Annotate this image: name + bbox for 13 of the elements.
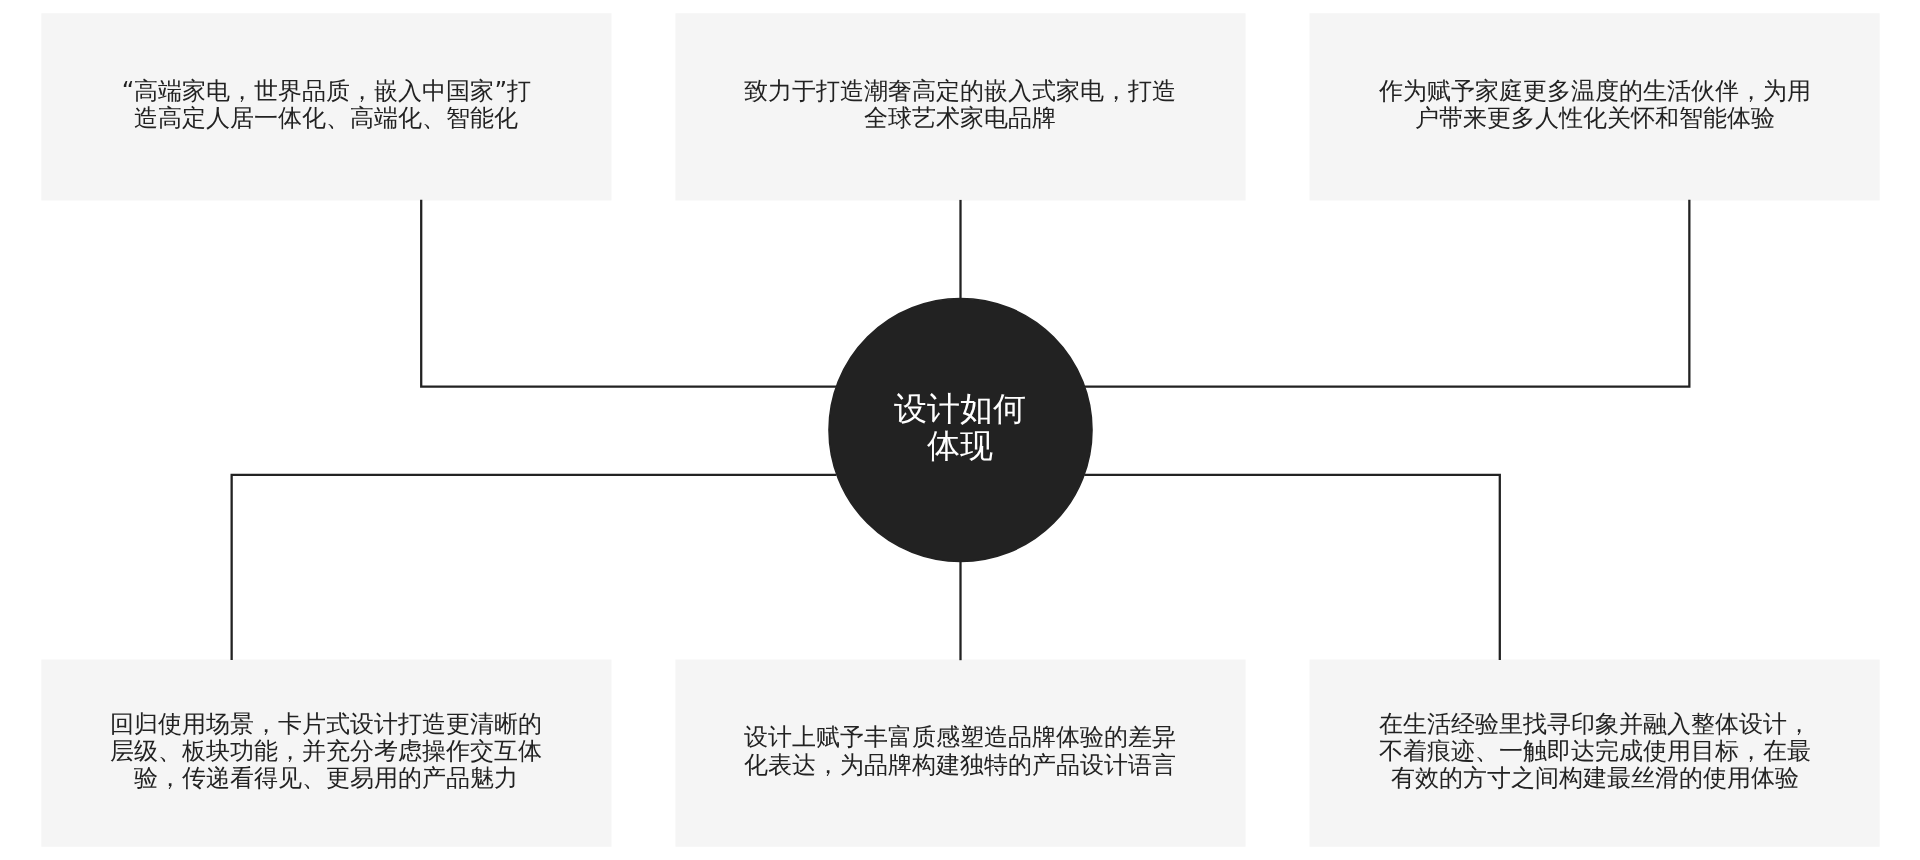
- connector: [230, 473, 836, 661]
- node-box: 回归使用场景，卡片式设计打造更清晰的层级、板块功能，并充分考虑操作交互体验，传递看得见、更易用的产品魅力: [40, 659, 612, 847]
- node-box: “高端家电，世界品质，嵌入中国家”打造高定人居一体化、高端化、智能化: [40, 13, 612, 201]
- connector: [958, 561, 962, 661]
- node-box: 在生活经验里找寻印象并融入整体设计，不着痕迹、一触即达完成使用目标，在最有效的方寸之间构建最丝滑的使用体验: [1308, 659, 1880, 847]
- connector: [958, 199, 962, 298]
- node-box: 致力于打造潮奢高定的嵌入式家电，打造全球艺术家电品牌: [674, 13, 1246, 201]
- connector: [1083, 473, 1501, 661]
- node-circle: 设计如何体现: [827, 297, 1093, 563]
- connector: [419, 199, 836, 388]
- node-box: 作为赋予家庭更多温度的生活伙伴，为用户带来更多人性化关怀和智能体验: [1308, 13, 1880, 201]
- connector: [1084, 199, 1690, 388]
- node-box: 设计上赋予丰富质感塑造品牌体验的差异化表达，为品牌构建独特的产品设计语言: [674, 659, 1246, 847]
